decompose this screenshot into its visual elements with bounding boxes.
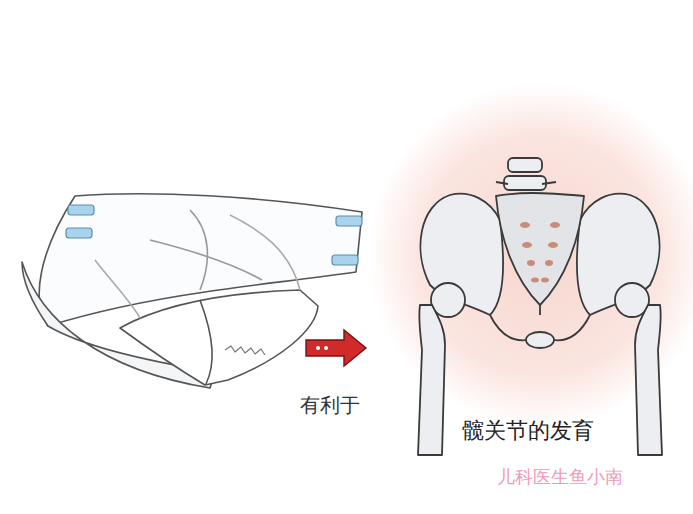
diaper-illustration [22,194,362,388]
pelvis-illustration [418,158,662,455]
arrow-label: 有利于 [300,393,360,417]
watermark: 儿科医生鱼小南 [497,466,623,488]
red-arrow [306,330,366,366]
fastening-tab [66,205,362,265]
caption-label: 髋关节的发育 [462,418,594,444]
